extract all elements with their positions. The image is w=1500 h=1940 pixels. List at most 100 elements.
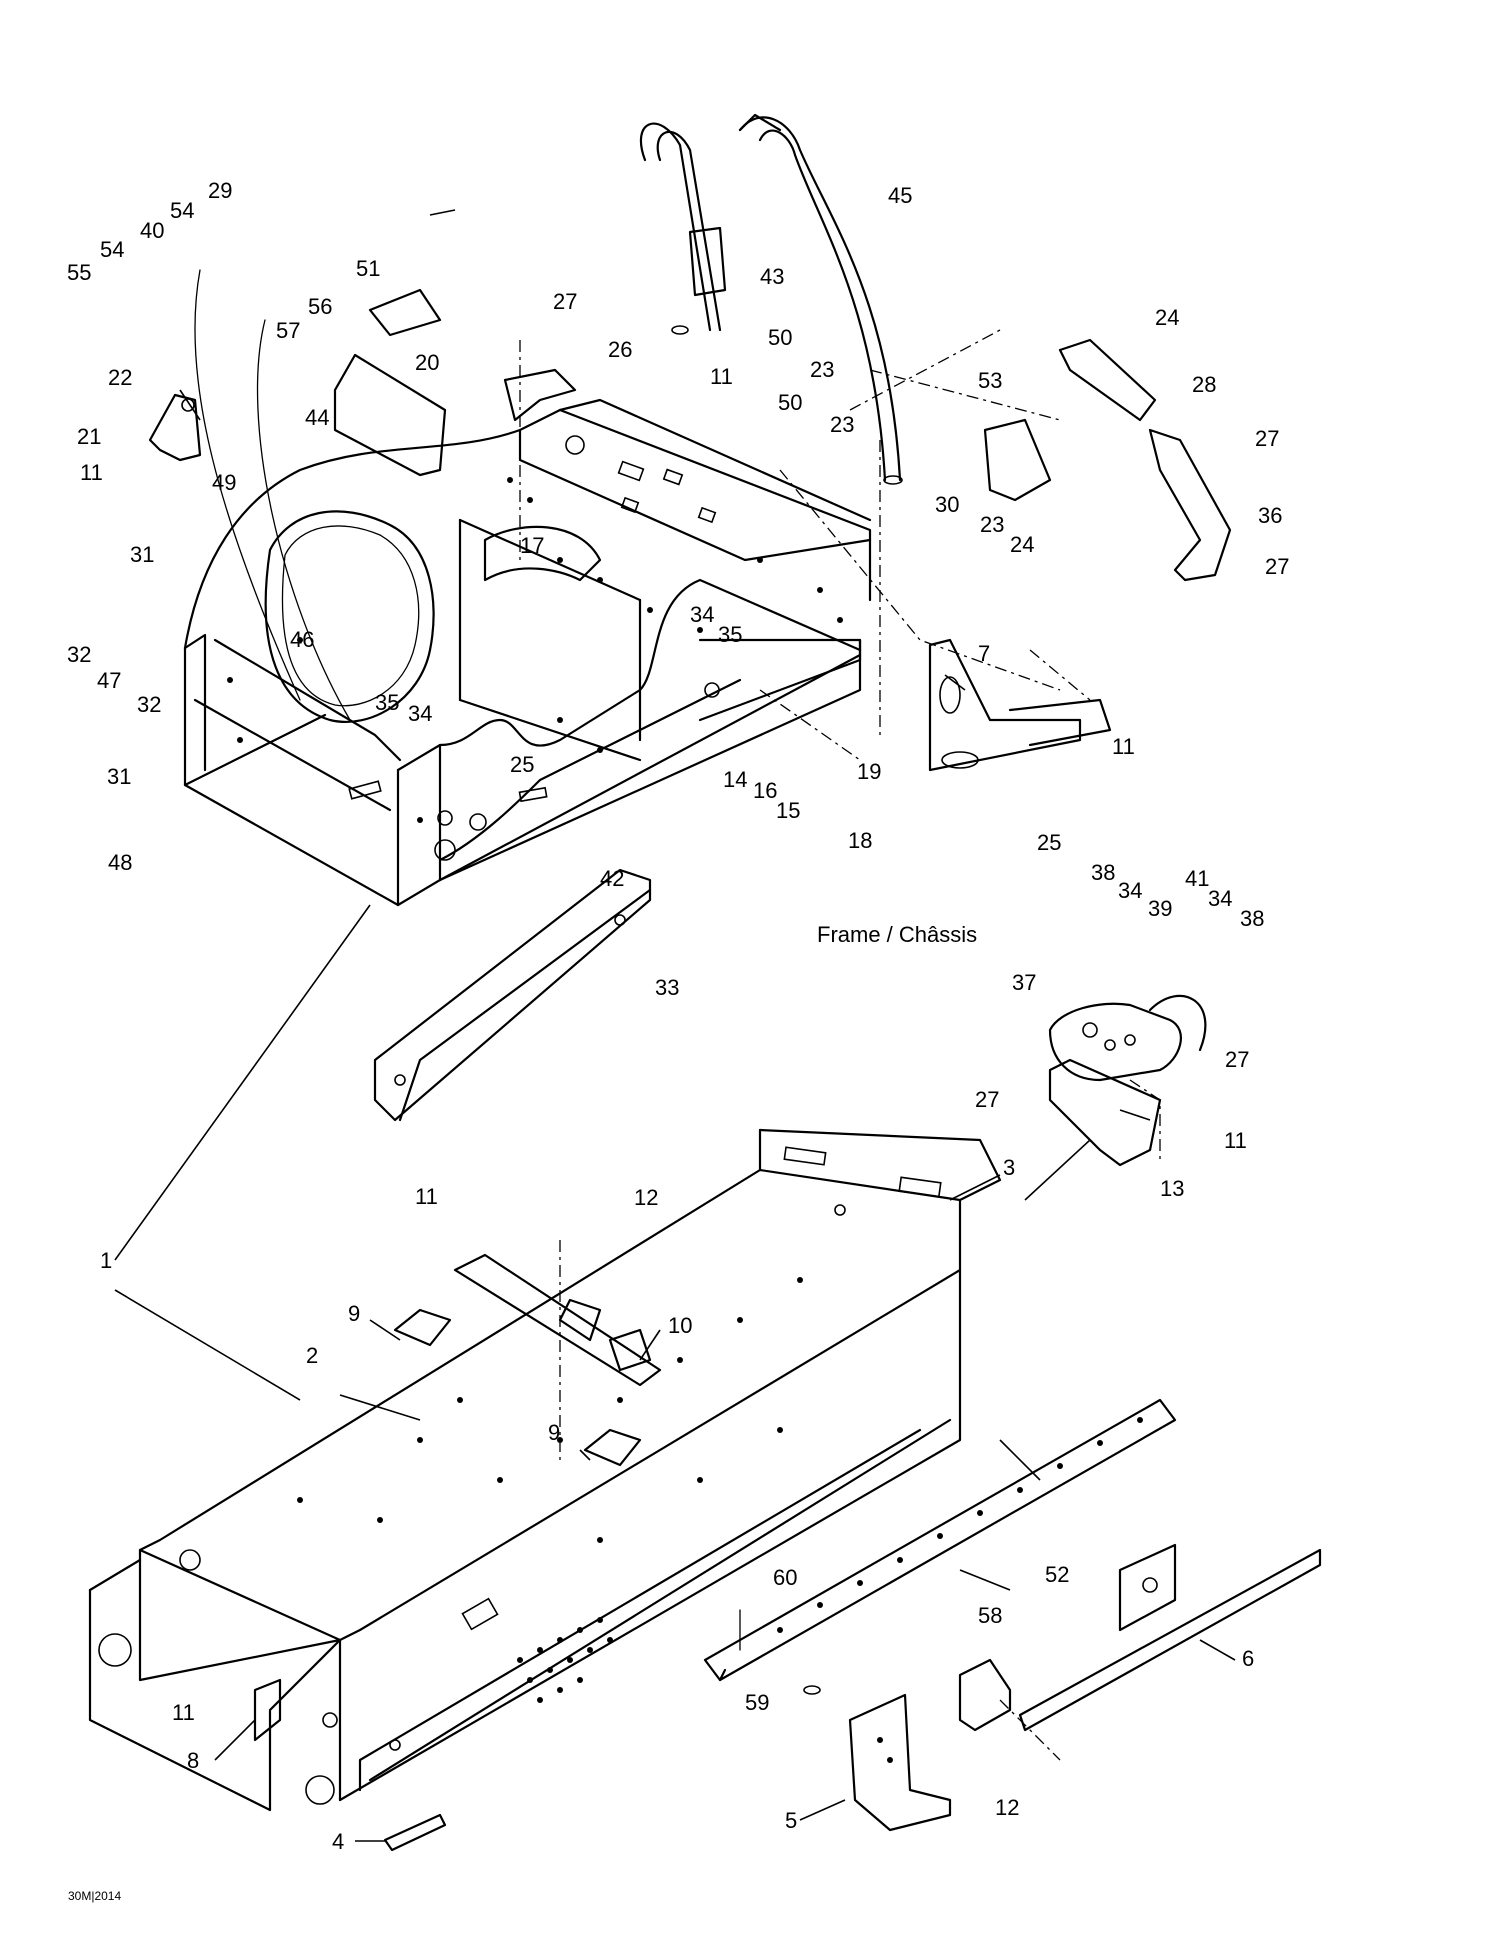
cable-51 <box>368 288 442 337</box>
callout-59: 59 <box>745 1690 769 1715</box>
callout-27c: 27 <box>1265 554 1289 579</box>
callout-20: 20 <box>415 350 439 375</box>
callout-24b: 24 <box>1010 532 1034 557</box>
callout-50a: 50 <box>768 325 792 350</box>
callout-11d: 11 <box>1112 734 1135 759</box>
callout-39: 39 <box>1148 896 1172 921</box>
assembly-lines <box>519 329 1161 1761</box>
callout-6: 6 <box>1242 1646 1254 1671</box>
bracket-9a <box>393 1308 452 1347</box>
bracket-8 <box>253 1678 282 1742</box>
bracket-36 <box>1148 428 1232 582</box>
callout-23a: 23 <box>810 357 834 382</box>
callout-32b: 32 <box>137 692 161 717</box>
callout-14: 14 <box>723 767 747 792</box>
tunnel-2 <box>88 1128 1002 1812</box>
callout-labels: 1 2 3 4 5 6 7 8 9 9 10 11 11 11 11 11 11… <box>67 178 1289 1854</box>
bracket-7 <box>928 638 1112 772</box>
callout-44: 44 <box>305 405 329 430</box>
callout-31b: 31 <box>107 764 131 789</box>
step-13 <box>1048 1058 1162 1167</box>
pin-4 <box>383 1813 447 1852</box>
callout-34d: 34 <box>1208 886 1232 911</box>
callout-11f: 11 <box>172 1700 195 1725</box>
callout-42: 42 <box>600 866 624 891</box>
section-label: Frame / Châssis <box>817 922 977 947</box>
callout-22: 22 <box>108 365 132 390</box>
callout-5: 5 <box>785 1808 797 1833</box>
callout-12a: 12 <box>634 1185 658 1210</box>
callout-45: 45 <box>888 183 912 208</box>
bracket-30 <box>983 418 1052 502</box>
callout-43: 43 <box>760 264 784 289</box>
callout-11a: 11 <box>415 1184 438 1209</box>
callout-60: 60 <box>773 1565 797 1590</box>
callout-51: 51 <box>356 256 380 281</box>
callout-11c: 11 <box>80 460 103 485</box>
callout-15: 15 <box>776 798 800 823</box>
callout-56: 56 <box>308 294 332 319</box>
frame-assembly <box>183 398 872 907</box>
callout-10: 10 <box>668 1313 692 1338</box>
bracket-58 <box>958 1658 1012 1732</box>
bracket-26 <box>503 368 577 422</box>
callout-33: 33 <box>655 975 679 1000</box>
callout-9a: 9 <box>348 1301 360 1326</box>
callout-23c: 23 <box>980 512 1004 537</box>
callout-53: 53 <box>978 368 1002 393</box>
callout-11b: 11 <box>710 364 733 389</box>
callout-35b: 35 <box>375 690 399 715</box>
plate-20 <box>333 353 447 477</box>
callout-37: 37 <box>1012 970 1036 995</box>
callout-34b: 34 <box>408 701 432 726</box>
callout-46: 46 <box>290 627 314 652</box>
leader-lines <box>114 209 1236 1842</box>
callout-21: 21 <box>77 424 101 449</box>
callout-58: 58 <box>978 1603 1002 1628</box>
callout-27b: 27 <box>1255 426 1279 451</box>
callout-11e: 11 <box>1224 1128 1247 1153</box>
callout-24a: 24 <box>1155 305 1179 330</box>
callout-26: 26 <box>608 337 632 362</box>
callout-49: 49 <box>212 470 236 495</box>
callout-2: 2 <box>306 1343 318 1368</box>
callout-54b: 54 <box>100 237 124 262</box>
rail-52 <box>703 1398 1177 1682</box>
callout-35a: 35 <box>718 622 742 647</box>
footrest-37 <box>1048 994 1207 1082</box>
bracket-5 <box>848 1693 952 1832</box>
callout-12b: 12 <box>995 1795 1019 1820</box>
callout-48: 48 <box>108 850 132 875</box>
callout-57: 57 <box>276 318 300 343</box>
crossmember-10 <box>453 1253 662 1387</box>
bracket-9b <box>583 1428 642 1467</box>
cable-57 <box>256 319 351 721</box>
callout-47: 47 <box>97 668 121 693</box>
plate-6 <box>1018 1543 1322 1732</box>
bracket-43 <box>688 226 727 297</box>
callout-16: 16 <box>753 778 777 803</box>
callout-17: 17 <box>520 533 544 558</box>
callout-52: 52 <box>1045 1562 1069 1587</box>
callout-27e: 27 <box>975 1087 999 1112</box>
callout-41: 41 <box>1185 866 1209 891</box>
callout-40: 40 <box>140 218 164 243</box>
callout-50b: 50 <box>778 390 802 415</box>
callout-38b: 38 <box>1240 906 1264 931</box>
figure-code: 30M|2014 <box>68 1889 121 1903</box>
steering-column-45 <box>639 113 903 485</box>
callout-23b: 23 <box>830 412 854 437</box>
callout-13: 13 <box>1160 1176 1184 1201</box>
washer-59 <box>803 1685 821 1695</box>
callout-36: 36 <box>1258 503 1282 528</box>
callout-9b: 9 <box>548 1420 560 1445</box>
callout-28: 28 <box>1192 372 1216 397</box>
callout-27a: 27 <box>553 289 577 314</box>
side-plate-33 <box>373 868 652 1122</box>
callout-4: 4 <box>332 1829 344 1854</box>
callout-54a: 54 <box>170 198 194 223</box>
callout-55: 55 <box>67 260 91 285</box>
callout-1: 1 <box>100 1248 112 1273</box>
callout-34c: 34 <box>1118 878 1142 903</box>
callout-7: 7 <box>978 641 990 666</box>
